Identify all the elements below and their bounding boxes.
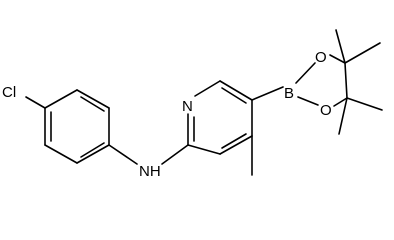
structure-canvas: Cl NH N B O O xyxy=(2,29,383,180)
atom-cl: Cl xyxy=(2,84,16,101)
bond-methyl xyxy=(346,97,383,111)
bond xyxy=(194,80,221,97)
double-bond-inner xyxy=(80,142,105,158)
bond-c-nh xyxy=(108,144,138,165)
bond-b-o xyxy=(297,96,319,106)
atom-n-pyridine: N xyxy=(182,98,193,115)
bond-methyl xyxy=(344,42,381,64)
bond-c-cl xyxy=(25,96,46,109)
bond-o-c xyxy=(333,97,348,107)
bond-c-c xyxy=(344,62,348,99)
bond xyxy=(44,89,78,109)
bond xyxy=(219,135,253,155)
chemical-structure: Cl NH N B O O xyxy=(2,29,383,180)
bond-b-o xyxy=(295,62,316,84)
bond xyxy=(187,144,221,155)
bond-methyl xyxy=(335,29,346,64)
bond xyxy=(219,80,253,101)
bond-methyl xyxy=(338,97,348,135)
atom-nh: NH xyxy=(139,163,161,180)
bond xyxy=(76,144,110,164)
atom-o-bottom: O xyxy=(320,102,332,119)
double-bond-inner xyxy=(221,133,247,149)
chlorophenyl-ring xyxy=(44,89,110,164)
bond-o-c xyxy=(329,54,346,64)
bond xyxy=(76,89,110,109)
pyridine-ring xyxy=(187,80,253,155)
double-bond-inner xyxy=(80,96,105,112)
atom-b: B xyxy=(284,85,294,102)
atom-o-top: O xyxy=(315,49,327,66)
bond xyxy=(44,144,78,164)
double-bond-inner xyxy=(221,87,247,104)
bond-nh-c xyxy=(161,144,189,165)
bond-c-b xyxy=(251,86,284,101)
